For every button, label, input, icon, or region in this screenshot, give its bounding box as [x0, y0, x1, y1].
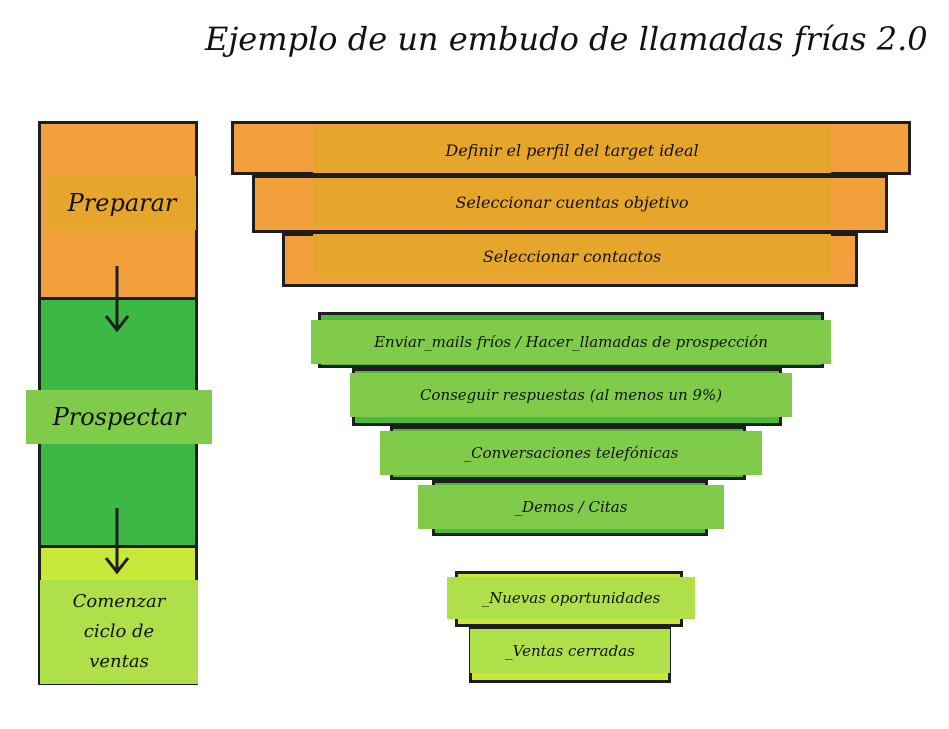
funnel-label-ventas-cerradas: _Ventas cerradas [470, 629, 670, 673]
funnel-label-nuevas-oportunidades: _Nuevas oportunidades [447, 577, 695, 619]
funnel-label-seleccionar-contactos: Seleccionar contactos [313, 234, 831, 278]
funnel-label-demos-citas: _Demos / Citas [418, 485, 724, 529]
funnel-label-conversaciones: _Conversaciones telefónicas [380, 431, 762, 475]
phase-label-prospectar: Prospectar [26, 390, 212, 444]
funnel-label-seleccionar-cuentas: Seleccionar cuentas objetivo [313, 178, 831, 226]
arrow-down-icon [104, 266, 130, 333]
phase-label-preparar: Preparar [48, 176, 196, 230]
funnel-label-enviar-mails: Enviar_mails fríos / Hacer_llamadas de p… [311, 320, 831, 364]
phase-label-comenzar: Comenzar ciclo de ventas [40, 580, 198, 684]
diagram-title: Ejemplo de un embudo de llamadas frías 2… [205, 20, 928, 58]
arrow-down-icon [104, 508, 130, 575]
funnel-label-definir-perfil: Definir el perfil del target ideal [313, 127, 831, 173]
funnel-label-conseguir-respuestas: Conseguir respuestas (al menos un 9%) [350, 373, 792, 417]
